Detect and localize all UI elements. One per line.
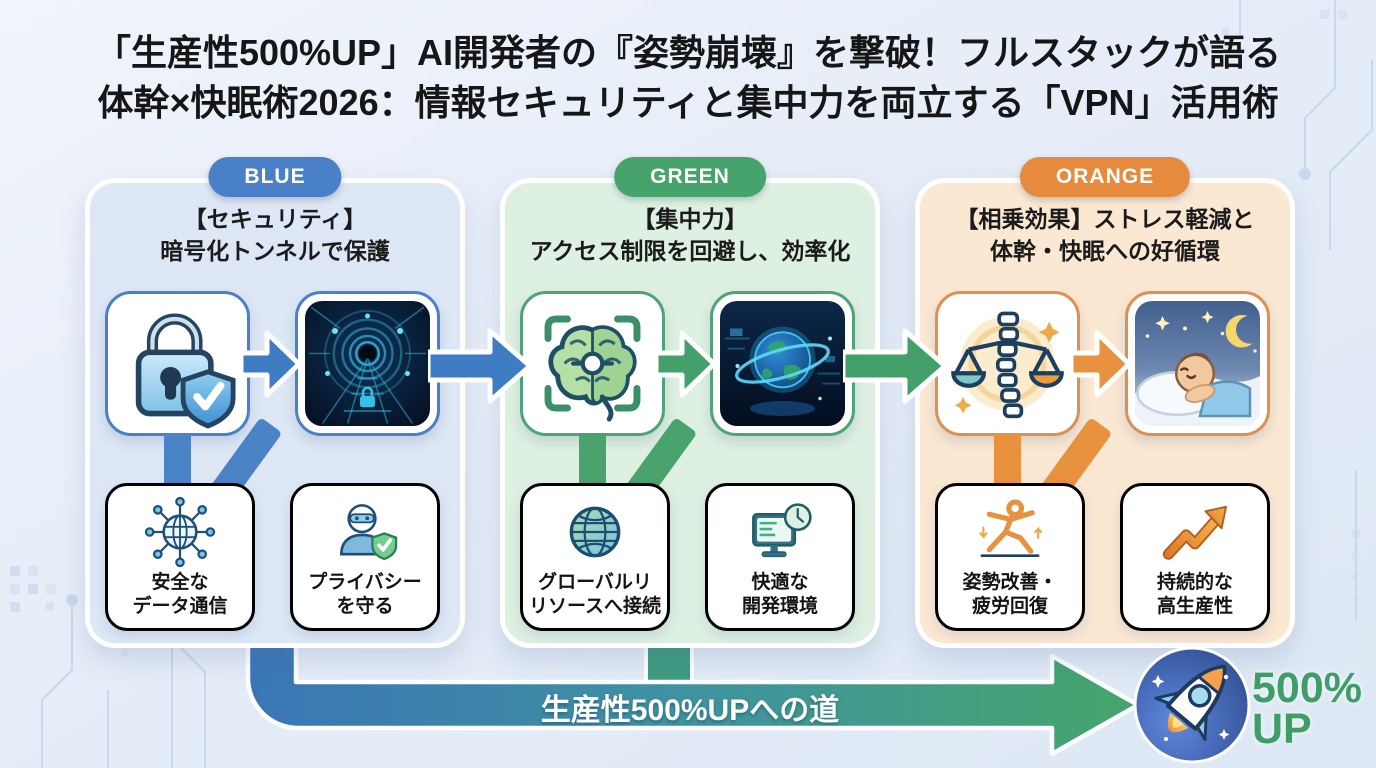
- network-globe-icon: [144, 496, 216, 568]
- card-label: グローバルリ リソースへ接続: [528, 572, 662, 617]
- card-posture: 姿勢改善・ 疲労回復: [935, 483, 1085, 631]
- step-arrow-icon: [1071, 330, 1132, 398]
- result-text: 500% UP: [1252, 664, 1362, 753]
- monitor-clock-icon: [752, 503, 812, 558]
- badge-orange: ORANGE: [1019, 157, 1191, 197]
- heading-line2: アクセス制限を回避し、効率化: [529, 238, 851, 265]
- card-label: 安全な データ通信: [132, 572, 228, 617]
- connector-vertical: [994, 433, 1021, 487]
- step-arrow-icon: [241, 330, 302, 398]
- green-to-orange-arrow-icon: [843, 328, 948, 404]
- heading-line1: 【相乗効果】ストレス軽減と: [955, 206, 1255, 232]
- global-network-photo-box: [710, 291, 855, 436]
- gradient-arrow-body: [245, 633, 1141, 757]
- card-label: 快適な 開発環境: [741, 572, 818, 617]
- heading-line1: 【セキュリティ】: [183, 206, 367, 232]
- tunnel-lock-glyph: [360, 386, 375, 408]
- section-security: BLUE 【セキュリティ】 暗号化トンネルで保護: [85, 157, 465, 648]
- badge-blue: BLUE: [208, 157, 342, 197]
- page-title-line1: 「生産性500%UP」AI開発者の『姿勢崩壊』を撃破！フルスタックが語る: [94, 32, 1282, 73]
- card-label: 姿勢改善・ 疲労回復: [962, 572, 1058, 617]
- blue-to-green-arrow-icon: [428, 328, 533, 404]
- heading-line2: 体幹・快眠への好循環: [990, 238, 1220, 265]
- heading-line1: 【集中力】: [632, 206, 748, 232]
- rocket-icon: [1133, 646, 1251, 764]
- card-label: プライバシー を守る: [308, 572, 422, 617]
- spine-balance-box: [935, 291, 1080, 436]
- lock-shield-check-icon: [135, 313, 236, 429]
- card-dev-environment: 快適な 開発環境: [705, 483, 855, 631]
- stretching-person-icon: [979, 499, 1043, 557]
- step-arrow-icon: [656, 330, 717, 398]
- productivity-road-label: 生産性500%UPへの道: [540, 694, 840, 727]
- connector-vertical: [164, 433, 191, 487]
- lock-shield-box: [105, 291, 250, 436]
- card-privacy: プライバシー を守る: [290, 483, 440, 631]
- section-synergy: ORANGE 【相乗効果】ストレス軽減と 体幹・快眠への好循環: [915, 157, 1295, 648]
- page-title: 「生産性500%UP」AI開発者の『姿勢崩壊』を撃破！フルスタックが語る 体幹×…: [0, 28, 1376, 129]
- focus-brain-box: [520, 291, 665, 436]
- section-synergy-heading: 【相乗効果】ストレス軽減と 体幹・快眠への好循環: [920, 203, 1290, 267]
- section-focus-heading: 【集中力】 アクセス制限を回避し、効率化: [505, 203, 875, 267]
- section-focus: GREEN 【集中力】 アクセス制限を回避し、効率化: [500, 157, 880, 648]
- result-up: UP: [1252, 704, 1312, 753]
- card-global-resources: グローバルリ リソースへ接続: [520, 483, 670, 631]
- spine-balance-scale-icon: [951, 311, 1064, 419]
- tunnel-photo-box: [295, 291, 440, 436]
- rocket-badge: [1128, 641, 1256, 768]
- card-label: 持続的な 高生産性: [1156, 572, 1233, 617]
- global-network-image: [720, 301, 845, 426]
- sleeping-person-image: [1135, 301, 1260, 426]
- sleep-photo-box: [1125, 291, 1270, 436]
- encrypted-tunnel-image: [305, 301, 430, 426]
- connector-vertical: [579, 433, 606, 487]
- focus-brain-icon: [544, 315, 641, 422]
- page-title-line2: 体幹×快眠術2026：情報セキュリティと集中力を両立する「VPN」活用術: [97, 82, 1279, 124]
- globe-icon: [569, 506, 621, 558]
- section-security-heading: 【セキュリティ】 暗号化トンネルで保護: [90, 203, 460, 267]
- masked-user-shield-icon: [340, 504, 398, 561]
- card-productivity: 持続的な 高生産性: [1120, 483, 1270, 631]
- heading-line2: 暗号化トンネルで保護: [160, 238, 390, 265]
- rising-arrow-icon: [1162, 505, 1228, 560]
- badge-green: GREEN: [614, 157, 766, 197]
- result-500-percent: 500%: [1252, 664, 1362, 712]
- card-secure-data: 安全な データ通信: [105, 483, 255, 631]
